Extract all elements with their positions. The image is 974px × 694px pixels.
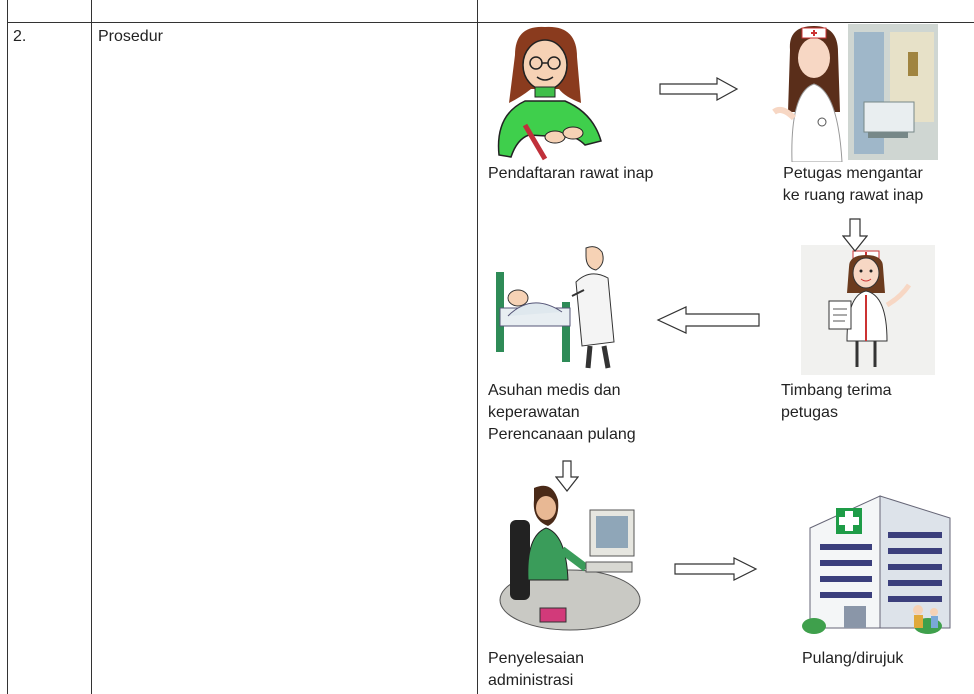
arrow-down-2-icon [555, 460, 579, 492]
step-escort-caption: Petugas mengantar ke ruang rawat inap [782, 165, 924, 204]
registration-illustration [497, 26, 602, 161]
arrow-right-1-icon [659, 77, 739, 101]
table-divider-2 [477, 0, 478, 694]
handover-nurse-illustration [801, 245, 935, 375]
arrow-down-1-icon [842, 218, 868, 252]
row-title: Prosedur [98, 28, 163, 45]
arrow-right-2-icon [674, 557, 758, 581]
table-row-top-border [7, 22, 974, 23]
step-administration-caption: Penyelesaian administrasi [488, 650, 585, 689]
table-divider-1 [91, 0, 92, 694]
discharge-hospital-illustration [802, 495, 951, 634]
administration-illustration [499, 485, 641, 631]
step-care-caption: Asuhan medis dan keperawatan Perencanaan… [488, 382, 636, 443]
step-discharge-caption: Pulang/dirujuk [802, 650, 904, 667]
care-doctor-patient-illustration [496, 246, 615, 369]
row-number: 2. [13, 28, 27, 45]
escort-nurse-illustration [772, 24, 938, 162]
step-registration-caption: Pendaftaran rawat inap [488, 165, 654, 182]
arrow-left-icon [656, 306, 760, 334]
step-handover-caption: Timbang terima petugas [781, 382, 892, 421]
table-border-left [7, 0, 8, 694]
